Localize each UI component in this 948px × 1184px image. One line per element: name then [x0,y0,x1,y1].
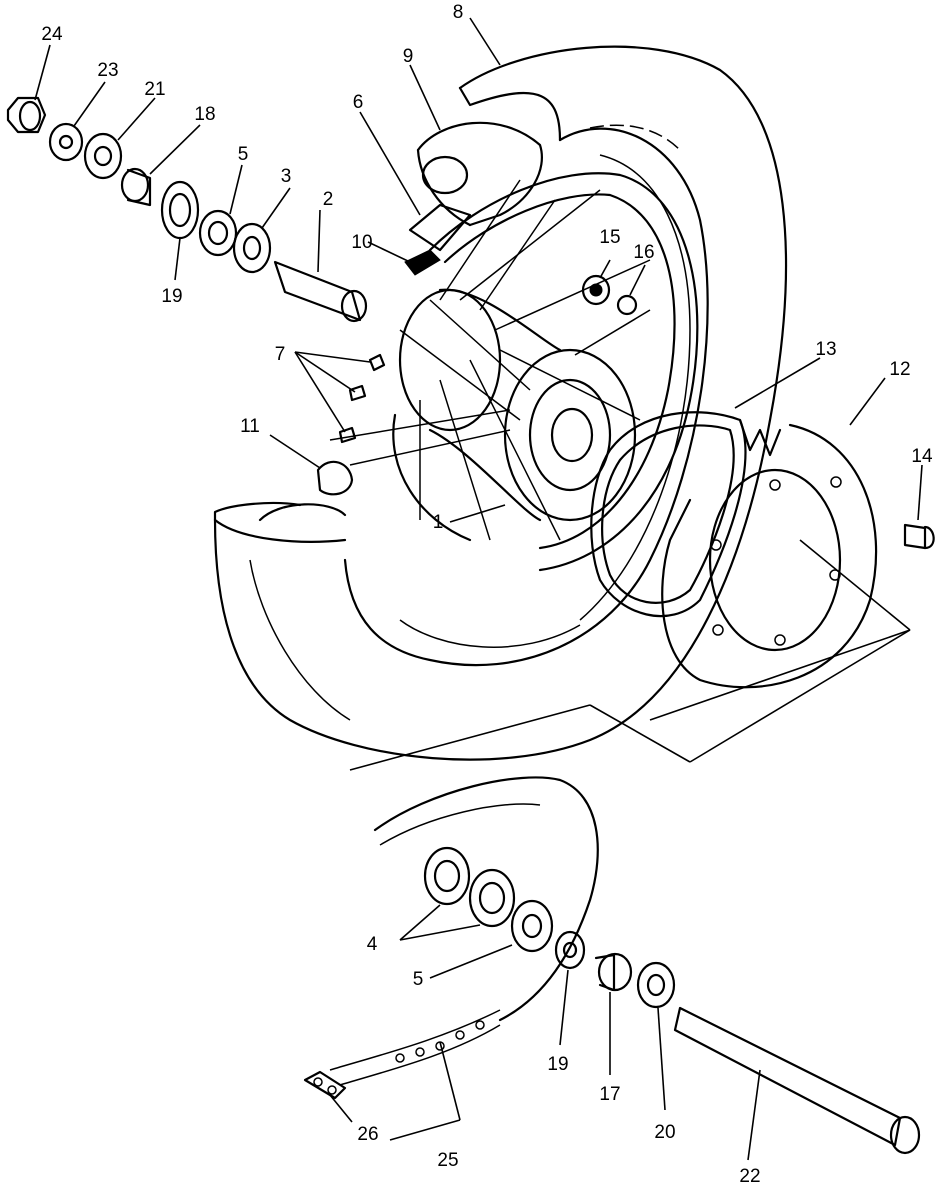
label-19-top: 19 [161,286,182,307]
label-15: 15 [599,227,620,248]
master-link-26 [303,1070,347,1100]
damper [590,411,782,618]
part-labels: 8 9 6 10 24 23 21 18 5 3 2 19 7 11 1 15 … [41,2,933,1184]
nut-24 [6,96,47,134]
label-24: 24 [41,24,63,45]
label-11: 11 [240,416,260,437]
axle-2 [273,260,368,323]
lower-hub-outline [373,776,599,1022]
rim-band [404,203,472,276]
bearing-4a [423,846,471,906]
label-14: 14 [911,446,933,467]
label-22: 22 [739,1166,760,1184]
label-8: 8 [453,2,464,23]
seal-19-bottom [554,930,586,970]
disc-bolt [903,523,935,550]
label-21: 21 [144,79,165,100]
brake-disc [661,423,878,689]
label-3: 3 [281,166,292,187]
label-13: 13 [815,339,836,360]
tube [416,121,543,227]
label-26: 26 [357,1124,378,1145]
spacer-5-top [198,209,238,257]
tire [213,45,788,761]
axle-22 [673,1006,921,1155]
washer-20 [636,961,676,1009]
label-18: 18 [194,104,215,125]
label-25: 25 [437,1150,458,1171]
label-1: 1 [433,512,444,533]
label-6: 6 [353,92,364,113]
label-7: 7 [275,344,286,365]
label-4: 4 [367,934,378,955]
washer-23 [48,122,84,162]
seal-19-top [160,180,200,240]
bearing-4b [468,868,516,928]
label-19-bottom: 19 [547,1054,568,1075]
collar-18 [120,167,152,207]
nut-15 [581,274,611,306]
label-12: 12 [889,359,910,380]
label-20: 20 [654,1122,675,1143]
label-10: 10 [351,232,372,253]
spacer-5-bottom [510,899,554,953]
label-16: 16 [633,242,654,263]
leader-lines [34,17,923,1161]
washer-16 [616,294,638,316]
label-23: 23 [97,60,118,81]
rim [392,172,699,572]
label-5-bottom: 5 [413,969,424,990]
bearing-3 [232,222,272,274]
label-17: 17 [599,1084,620,1105]
hub [398,288,637,522]
valve-cap [258,460,354,522]
label-2: 2 [323,189,334,210]
spoke-nipples [338,353,386,444]
label-9: 9 [403,46,414,67]
collar-17 [594,952,633,992]
gear-21 [83,132,123,180]
label-5-top: 5 [238,144,249,165]
chain-25 [329,1009,501,1086]
